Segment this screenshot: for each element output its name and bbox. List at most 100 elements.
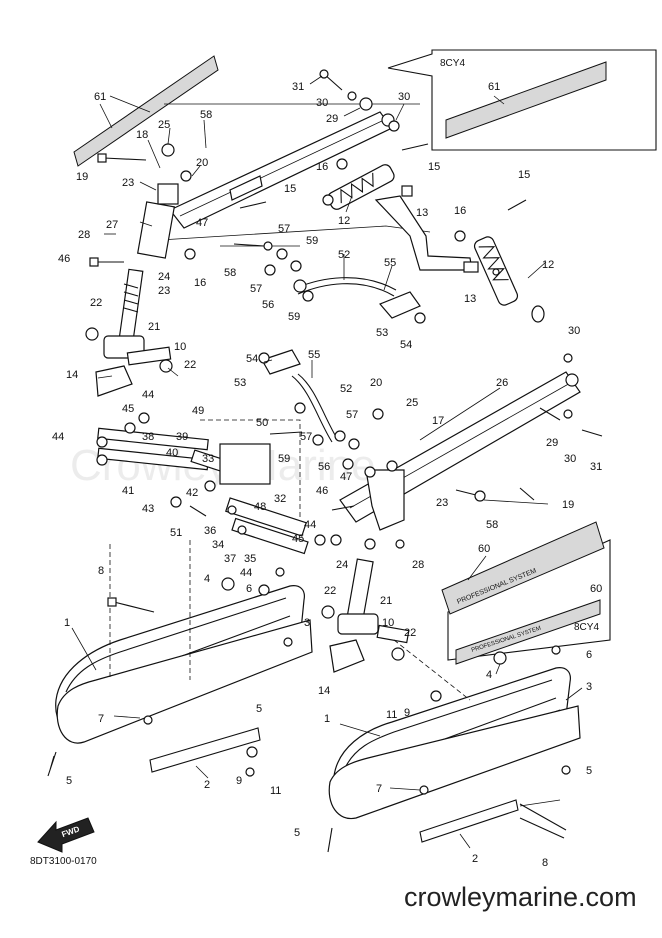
model-box-bottom-callout: 60 [590, 583, 602, 595]
callout: 57 [250, 283, 262, 295]
callout: 54 [400, 339, 412, 351]
callout: 26 [496, 377, 508, 389]
callout: 9 [404, 707, 410, 719]
callout: 39 [176, 431, 188, 443]
callout: 48 [254, 501, 266, 513]
callout: 56 [318, 461, 330, 473]
callout: 20 [196, 157, 208, 169]
callout: 56 [262, 299, 274, 311]
callout: 9 [236, 775, 242, 787]
callout: 41 [122, 485, 134, 497]
callout: 57 [278, 223, 290, 235]
callout: 21 [380, 595, 392, 607]
callout: 37 [224, 553, 236, 565]
decal-strip-top-right [445, 61, 607, 139]
cross-shafts [97, 419, 309, 555]
callout: 29 [546, 437, 558, 449]
callout: 57 [300, 431, 312, 443]
callout: 5 [256, 703, 262, 715]
callout: 59 [288, 311, 300, 323]
callout: 40 [166, 447, 178, 459]
callout: 18 [136, 129, 148, 141]
callout: 42 [186, 487, 198, 499]
callout: 49 [192, 405, 204, 417]
ski-left [47, 540, 313, 777]
callout: 31 [292, 81, 304, 93]
callouts: 31 30 30 29 61 61 25 58 18 20 19 23 16 1… [52, 81, 602, 869]
callout: 35 [244, 553, 256, 565]
website-url: crowleymarine.com [404, 882, 637, 912]
callout: 22 [184, 359, 196, 371]
callout: 30 [568, 325, 580, 337]
callout: 59 [306, 235, 318, 247]
model-box-bottom-tag: 8CY4 [574, 622, 599, 633]
callout: 13 [464, 293, 476, 305]
callout: 1 [324, 713, 330, 725]
decal-strip-bottom-right [455, 599, 601, 665]
callout: 47 [196, 217, 208, 229]
callout: 44 [142, 389, 154, 401]
callout: 22 [90, 297, 102, 309]
callout: 46 [316, 485, 328, 497]
callout: 53 [234, 377, 246, 389]
callout: 15 [518, 169, 530, 181]
callout: 58 [224, 267, 236, 279]
callout: 23 [436, 497, 448, 509]
shock-absorber-left [322, 164, 395, 210]
callout: 61 [94, 91, 106, 103]
callout: 45 [122, 403, 134, 415]
callout: 30 [564, 453, 576, 465]
callout: 15 [428, 161, 440, 173]
callout: 31 [590, 461, 602, 473]
model-box-top-right: 8CY4 61 [387, 49, 657, 151]
callout: 11 [386, 709, 397, 721]
callout: 58 [200, 109, 212, 121]
callout: 24 [336, 559, 348, 571]
callout: 55 [384, 257, 396, 269]
callout: 21 [148, 321, 160, 333]
callout: 19 [562, 499, 574, 511]
callout: 28 [78, 229, 90, 241]
callout: 22 [404, 627, 416, 639]
ski-right [327, 639, 581, 853]
callout: 36 [204, 525, 216, 537]
drawing-code: 8DT3100-0170 [30, 856, 97, 867]
callout: 20 [370, 377, 382, 389]
callout: 3 [304, 617, 310, 629]
callout: 22 [324, 585, 336, 597]
fwd-arrow-icon: FWD [37, 817, 95, 853]
callout: 38 [142, 431, 154, 443]
callout: 33 [202, 453, 214, 465]
callout: 47 [340, 471, 352, 483]
callout: 44 [52, 431, 64, 443]
callout: 52 [340, 383, 352, 395]
model-box-top-callout: 61 [488, 81, 500, 93]
callout: 34 [212, 539, 224, 551]
callout: 60 [478, 543, 490, 555]
callout: 5 [294, 827, 300, 839]
callout: 2 [472, 853, 478, 865]
callout: 15 [284, 183, 296, 195]
callout: 52 [338, 249, 350, 261]
decal-top-left [73, 55, 219, 167]
shock-absorber-right [473, 236, 545, 323]
callout: 8 [542, 857, 548, 869]
leader-lines [71, 75, 583, 849]
callout: 6 [586, 649, 592, 661]
callout: 6 [246, 583, 252, 595]
callout: 32 [274, 493, 286, 505]
callout: 51 [170, 527, 182, 539]
upper-trailing-arm [169, 111, 395, 229]
callout: 29 [326, 113, 338, 125]
callout: 30 [316, 97, 328, 109]
callout: 25 [158, 119, 170, 131]
callout: 19 [76, 171, 88, 183]
callout: 23 [158, 285, 170, 297]
callout: 10 [382, 617, 394, 629]
callout: 46 [58, 253, 70, 265]
hardware [89, 69, 603, 831]
callout: 59 [278, 453, 290, 465]
callout: 43 [142, 503, 154, 515]
callout: 12 [338, 215, 350, 227]
